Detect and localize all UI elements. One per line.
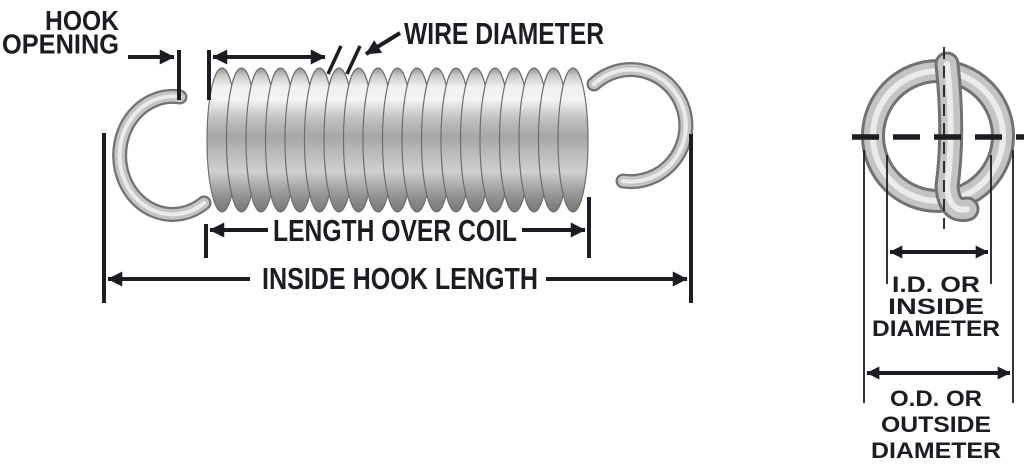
coil-body xyxy=(206,67,589,213)
id-label-line1: I.D. OR xyxy=(892,272,980,297)
right-hook-highlight xyxy=(592,67,688,184)
end-view-hook-bar xyxy=(934,51,980,222)
dim-outside-diameter: O.D. OR OUTSIDE DIAMETER xyxy=(863,150,1014,463)
dim-wire-diameter: WIRE DIAMETER xyxy=(326,16,604,75)
wire-slash-left xyxy=(326,45,343,75)
left-hook xyxy=(112,88,212,222)
od-label-line1: O.D. OR xyxy=(890,386,982,411)
hook-opening-label-line2: OPENING xyxy=(2,29,119,60)
coil-ring xyxy=(557,67,589,213)
dim-hook-opening: HOOK OPENING xyxy=(2,5,326,100)
left-hook-highlight xyxy=(117,94,206,217)
right-hook xyxy=(586,62,694,190)
end-hook-highlight xyxy=(943,61,970,213)
hook-opening-label-line1: HOOK xyxy=(45,5,119,36)
wire-slash-right xyxy=(345,45,362,75)
wire-diameter-leader-arrow xyxy=(364,31,402,56)
side-view-spring xyxy=(112,62,694,222)
dim-inside-diameter: I.D. OR INSIDE DIAMETER xyxy=(872,155,1000,341)
wire-diameter-label: WIRE DIAMETER xyxy=(404,16,604,51)
dim-length-over-coil: LENGTH OVER COIL xyxy=(204,197,591,258)
dim-inside-hook-length: INSIDE HOOK LENGTH xyxy=(102,133,693,303)
id-label-line2: INSIDE xyxy=(888,294,984,319)
end-view: I.D. OR INSIDE DIAMETER O.D. OR OUTSIDE … xyxy=(852,47,1024,463)
od-label-line2: OUTSIDE xyxy=(881,412,991,437)
length-over-coil-label: LENGTH OVER COIL xyxy=(273,213,517,248)
inside-hook-length-label: INSIDE HOOK LENGTH xyxy=(262,261,538,296)
od-label-line3: DIAMETER xyxy=(871,438,1001,463)
id-label-line3: DIAMETER xyxy=(872,316,1000,341)
